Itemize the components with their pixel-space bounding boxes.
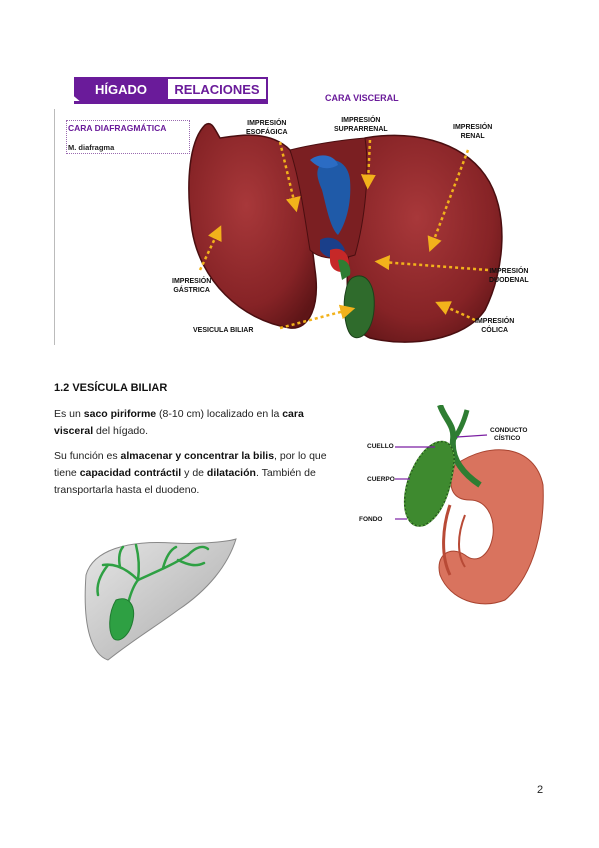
header-underline [74, 101, 268, 104]
label-fondo: FONDO [359, 516, 383, 523]
liver-visceral-illustration [188, 123, 503, 343]
paragraph-function: Su función es almacenar y concentrar la … [54, 450, 327, 496]
cara-visceral-label: CARA VISCERAL [325, 93, 399, 103]
tab-higado: HÍGADO [74, 77, 168, 101]
paragraph-definition: Es un saco piriforme (8-10 cm) localizad… [54, 408, 304, 437]
tab-relaciones: RELACIONES [166, 77, 268, 101]
label-cuello: CUELLO [367, 443, 394, 450]
subtitle-box [66, 120, 190, 154]
subtitle-cara-diafragmatica: CARA DIAFRAGMÁTICA [68, 123, 167, 133]
page-number: 2 [537, 784, 544, 796]
liver-biliary-tree-illustration [84, 538, 237, 661]
section-title: 1.2 VESÍCULA BILIAR [54, 382, 168, 394]
gallbladder-duodenum-illustration [395, 405, 544, 605]
divider-line [54, 109, 55, 345]
label-vesicula-biliar: VESICULA BILIAR [193, 327, 254, 334]
label-cuerpo: CUERPO [367, 476, 395, 483]
subtitle-item: M. diafragma [68, 143, 115, 152]
